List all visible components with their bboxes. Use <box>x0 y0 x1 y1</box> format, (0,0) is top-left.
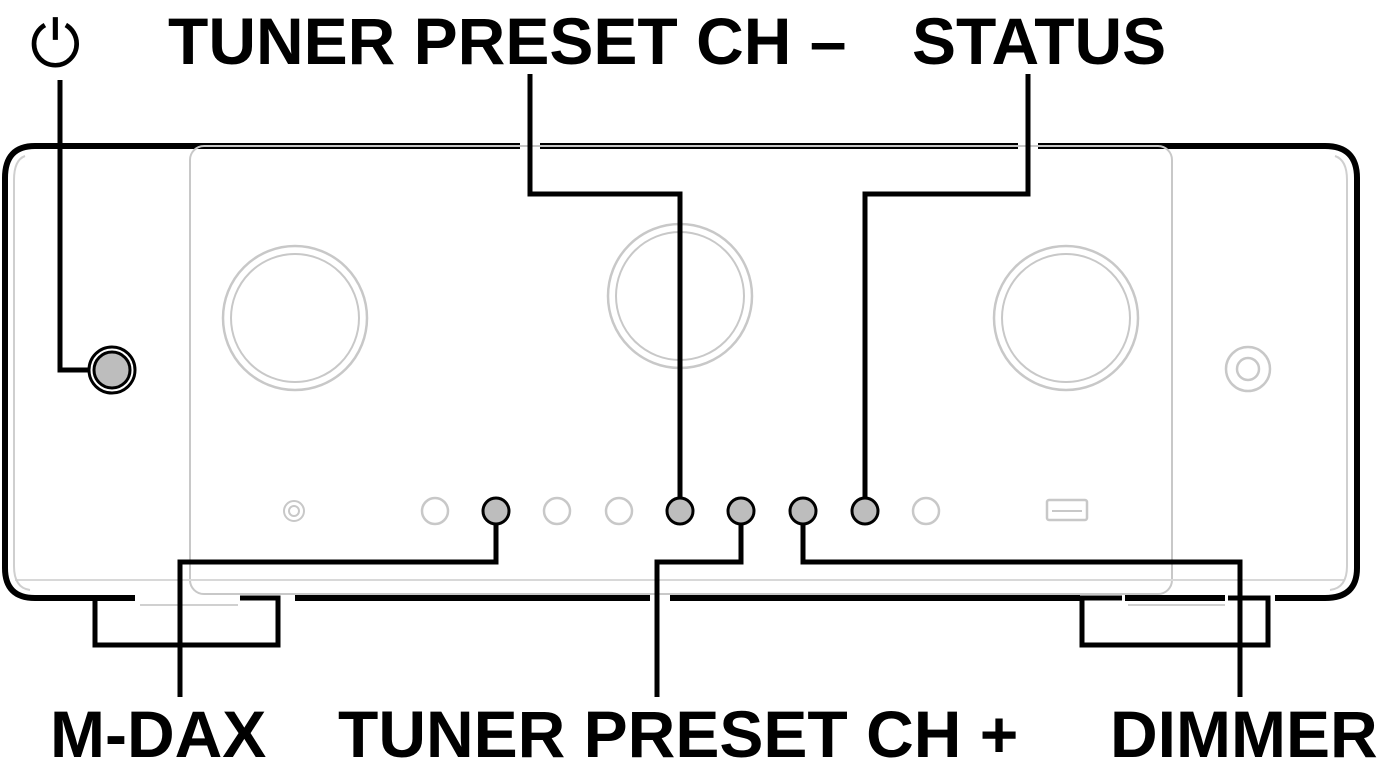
leader-line-dimmer <box>800 524 1243 697</box>
button-1 <box>420 496 450 526</box>
leader-line-tuner-preset-ch-minus <box>527 74 683 498</box>
m-dax-button <box>481 496 511 526</box>
left-side-edge <box>13 155 31 591</box>
button-4 <box>604 496 634 526</box>
label-dimmer: DIMMER <box>1110 697 1378 771</box>
dimmer-button <box>788 496 818 526</box>
label-tuner-preset-ch-minus: TUNER PRESET CH – <box>168 4 846 78</box>
tuner-preset-ch-plus-button <box>726 496 756 526</box>
right-side-edge <box>1329 155 1348 591</box>
leader-line-status <box>862 74 1031 498</box>
label-m-dax: M-DAX <box>50 697 266 771</box>
button-3 <box>542 496 572 526</box>
usb-port <box>1045 498 1089 522</box>
leader-line-m-dax <box>177 524 499 697</box>
button-9 <box>911 496 941 526</box>
label-status: STATUS <box>912 4 1166 78</box>
left-knob <box>221 244 369 392</box>
right-foot <box>1079 595 1271 648</box>
label-tuner-preset-ch-plus: TUNER PRESET CH + <box>338 697 1018 771</box>
front-panel-inner <box>189 145 1173 595</box>
power-icon: ⏻ <box>30 8 81 82</box>
right-knob <box>992 244 1140 392</box>
power-button <box>87 345 137 395</box>
leader-line-power <box>57 80 89 373</box>
remote-sensor <box>283 500 305 522</box>
tuner-preset-ch-minus-button <box>665 496 695 526</box>
headphone-jack <box>1224 345 1272 393</box>
status-button <box>850 496 880 526</box>
leader-line-tuner-preset-ch-plus <box>654 524 744 697</box>
left-foot <box>92 595 281 648</box>
